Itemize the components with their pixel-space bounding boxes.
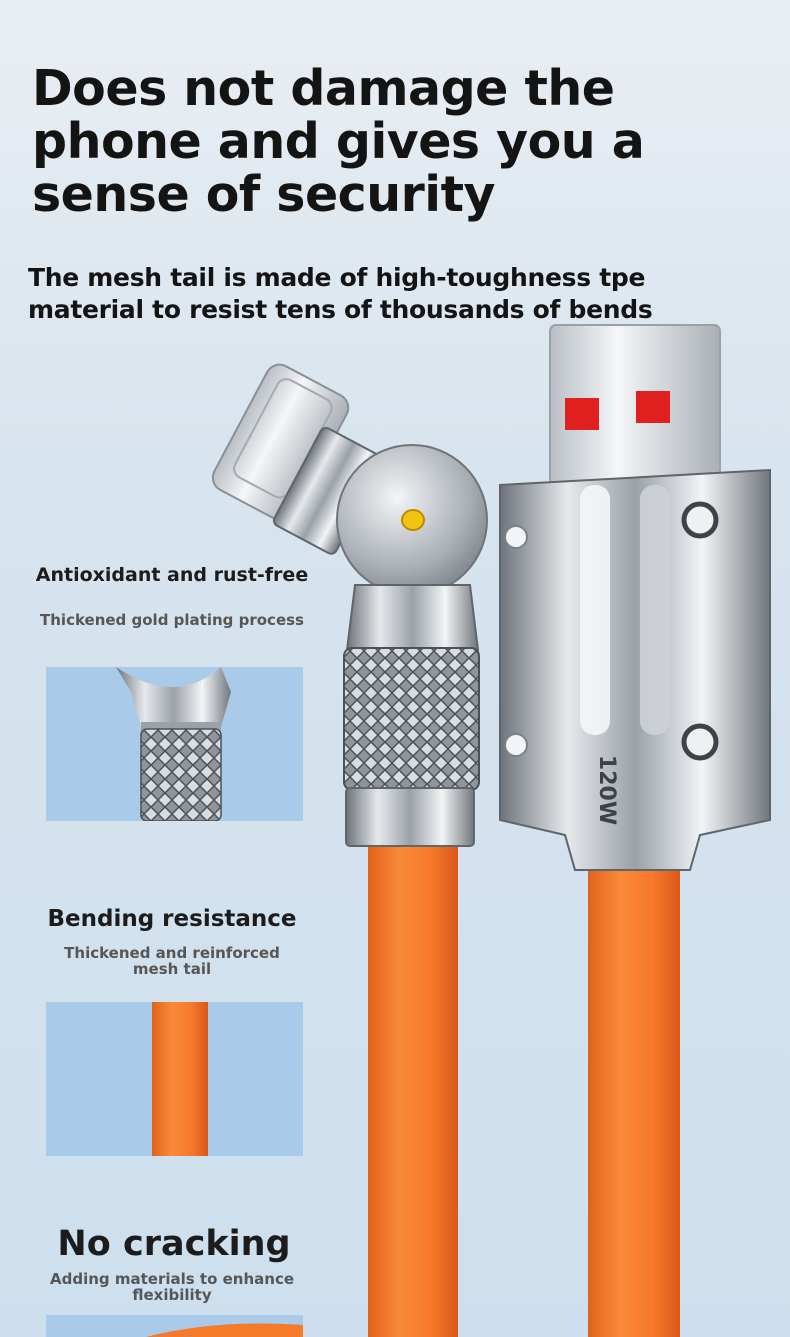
feature-thumbnail-flex [46, 1315, 303, 1337]
feature-thumbnail-knurl [46, 667, 303, 821]
usb-housing [499, 468, 771, 871]
page-subheadline: The mesh tail is made of high-toughness … [28, 263, 653, 324]
knurled-sleeve [343, 647, 480, 791]
feature-subtitle-bending: Thickened and reinforced mesh tail [64, 944, 280, 978]
knurl-closeup-icon [116, 667, 231, 821]
connector-engraving: 120W [594, 755, 619, 825]
usb-cable-body [588, 860, 680, 1337]
feature-subtitle-no-cracking: Adding materials to enhance flexibility [50, 1270, 295, 1304]
feature-thumbnail-cable [46, 1002, 303, 1156]
page-headline: Does not damage the phone and gives you … [32, 60, 645, 223]
typec-cable-body [368, 840, 458, 1337]
feature-title-bending: Bending resistance [47, 906, 297, 932]
screw-top-right [681, 501, 719, 539]
feature-subtitle-antioxidant: Thickened gold plating process [40, 611, 304, 629]
feature-title-no-cracking: No cracking [57, 1224, 291, 1264]
usb-contact-right [636, 391, 670, 423]
cable-closeup-icon [152, 1002, 208, 1156]
usb-contact-left [565, 398, 599, 430]
flex-closeup-icon [146, 1323, 303, 1337]
feature-title-antioxidant: Antioxidant and rust-free [35, 564, 309, 586]
screw-bottom-right [681, 723, 719, 761]
